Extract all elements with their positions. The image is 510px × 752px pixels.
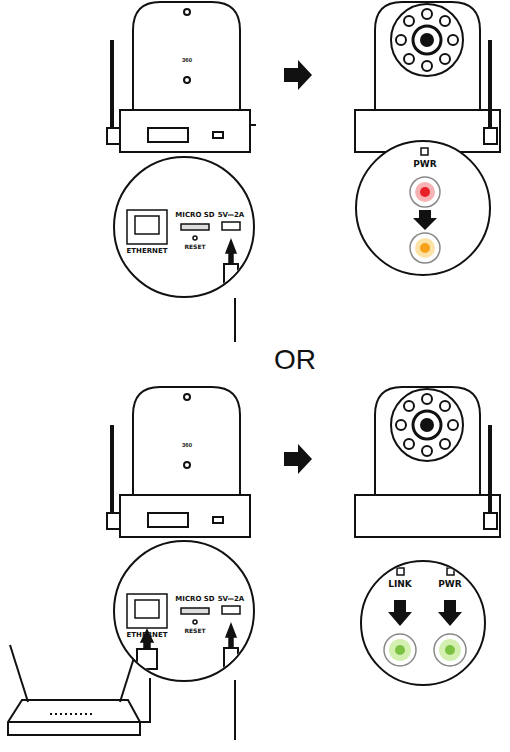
model-mark: 360 xyxy=(182,442,192,448)
port-label: MICRO SD xyxy=(175,596,214,603)
port-label: ETHERNET xyxy=(126,248,167,255)
zoom-circle: PWR xyxy=(355,140,491,276)
port-label: PWR xyxy=(438,580,461,589)
port-label: 5V⎓2A xyxy=(218,212,245,219)
zoom-circle: ETHERNET MICRO SD RESET 5V⎓2A xyxy=(113,540,255,682)
port-label: RESET xyxy=(184,244,205,250)
model-mark: 360 xyxy=(182,57,192,63)
port-label: MICRO SD xyxy=(175,212,214,219)
zoom-circle: ETHERNET MICRO SD RESET 5V⎓2A xyxy=(113,156,255,298)
zoom-circle: LINK PWR xyxy=(360,560,486,686)
port-label: ETHERNET xyxy=(126,632,167,639)
port-label: PWR xyxy=(413,160,436,169)
port-label: 5V⎓2A xyxy=(218,596,245,603)
port-label: RESET xyxy=(184,628,205,634)
alternative-label: OR xyxy=(274,346,316,374)
port-label: LINK xyxy=(388,580,412,589)
